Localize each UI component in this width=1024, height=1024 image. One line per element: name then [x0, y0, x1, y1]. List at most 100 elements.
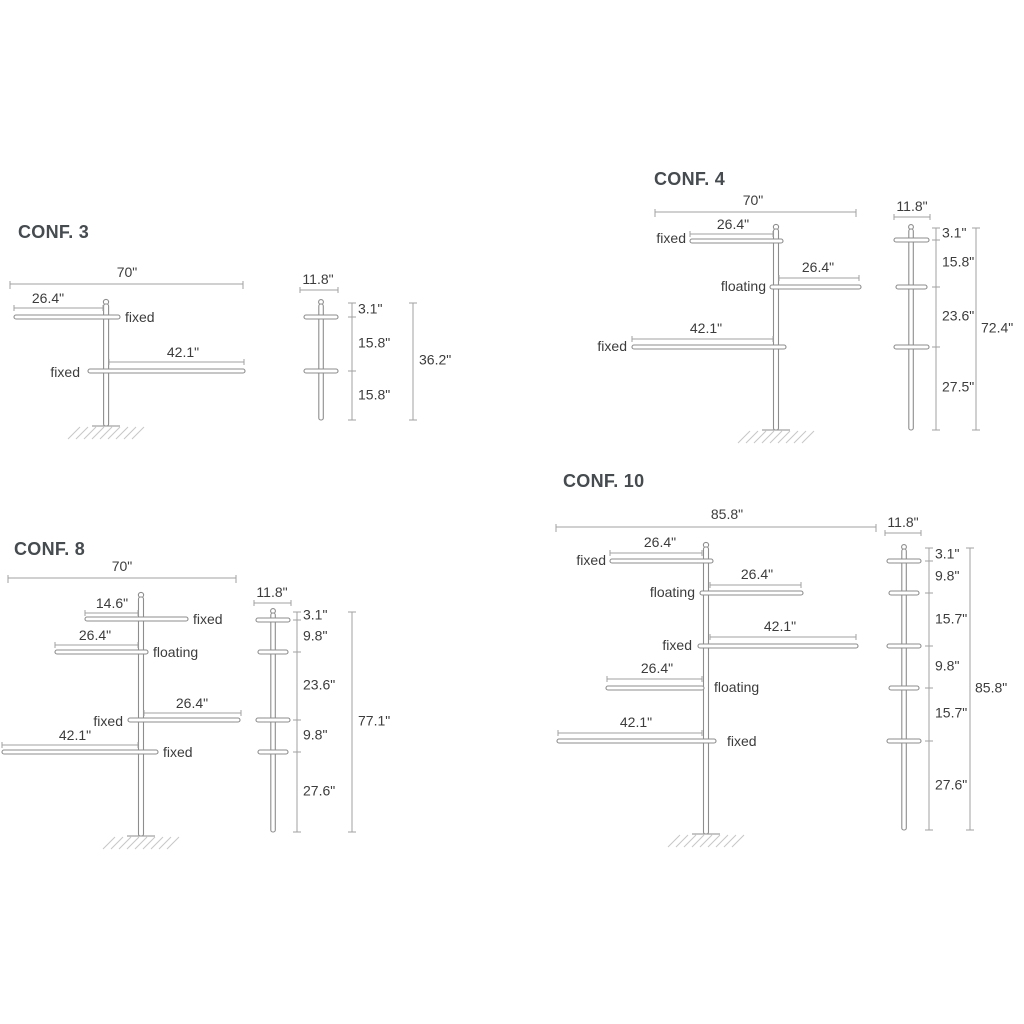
overall-width-label: 70": [743, 192, 764, 208]
overall-width-label: 85.8": [711, 506, 743, 522]
shelf-width-label: 42.1": [167, 344, 199, 360]
shelf-blade: [54, 649, 149, 655]
depth-label: 11.8": [256, 584, 287, 600]
overall-height-dimension: 36.2": [409, 302, 451, 421]
spacing-dimension: 3.1" 15.8" 23.6" 27.5": [932, 225, 974, 431]
shelf-blade-side: [895, 284, 928, 290]
ground-hatch-icon: [67, 425, 145, 440]
mount-type-label: floating: [714, 679, 759, 695]
shelf-blade: [697, 643, 859, 649]
ground-hatch-icon: [667, 833, 745, 848]
spacing-label: 27.5": [942, 379, 974, 395]
mount-type-label: fixed: [576, 552, 606, 568]
shelf-row: 26.4" fixed: [576, 534, 714, 568]
conf10-side-view: 11.8" 3.1" 9.8": [884, 514, 1007, 831]
shelf-width-label: 26.4": [641, 660, 673, 676]
spacing-label: 3.1": [358, 301, 382, 317]
overall-height-label: 36.2": [419, 352, 451, 368]
conf4-front-view: 70" 26.4" fixed 26.4" float: [597, 192, 862, 444]
shelf-blade-side: [893, 344, 930, 350]
spacing-label: 23.6": [942, 308, 974, 324]
spacing-label: 15.7": [935, 705, 967, 721]
depth-label: 11.8": [896, 198, 927, 214]
overall-width-label: 70": [112, 558, 133, 574]
shelf-blade: [769, 284, 862, 290]
mount-type-label: floating: [650, 584, 695, 600]
spacing-label: 3.1": [935, 546, 959, 562]
depth-dimension: 11.8": [253, 584, 292, 606]
shelf-blade-side: [893, 237, 930, 243]
shelf-width-label: 26.4": [717, 216, 749, 232]
shelf-blade: [631, 344, 787, 350]
spacing-label: 15.7": [935, 611, 967, 627]
pole: [103, 303, 110, 427]
shelf-blade-side: [886, 558, 922, 564]
depth-label: 11.8": [302, 271, 333, 287]
overall-width-dimension: 70": [9, 264, 244, 289]
shelf-row: 26.4" floating: [650, 566, 804, 600]
depth-label: 11.8": [887, 514, 918, 530]
shelf-width-label: 14.6": [96, 595, 128, 611]
shelf-row: 26.4" fixed: [13, 290, 155, 325]
mount-type-label: fixed: [163, 744, 193, 760]
overall-height-dimension: 72.4": [972, 227, 1013, 431]
shelf-blade-side: [886, 643, 922, 649]
shelf-blade-side: [303, 368, 339, 374]
mount-type-label: fixed: [125, 309, 155, 325]
spacing-label: 9.8": [935, 568, 959, 584]
spacing-label: 27.6": [303, 783, 335, 799]
overall-height-dimension: 85.8": [966, 547, 1007, 831]
pole-side: [908, 228, 914, 431]
shelf-width-label: 26.4": [176, 695, 208, 711]
shelf-width-label: 42.1": [764, 618, 796, 634]
conf3-front-view: 70" 26.4" fixed 42.1" fixed: [9, 264, 246, 440]
mount-type-label: fixed: [93, 713, 123, 729]
shelf-blade-side: [257, 649, 289, 655]
shelf-blade: [609, 558, 714, 564]
spacing-dimension: 3.1" 9.8" 15.7" 9.8" 15.7" 27.6": [925, 546, 967, 831]
spacing-dimension: 3.1" 15.8" 15.8": [348, 301, 390, 421]
conf4-side-view: 11.8" 3.1" 15.8" 23.6" 27.5": [893, 198, 1013, 431]
shelf-blade-side: [303, 314, 339, 320]
pole: [702, 546, 710, 835]
conf8-panel: CONF. 8 70" 14.6" fixed 26.4": [1, 539, 390, 850]
conf4-panel: CONF. 4 70" 26.4" fixed 26.4": [597, 169, 1013, 444]
shelf-blade-side: [257, 749, 289, 755]
ground-hatch-icon: [737, 429, 815, 444]
shelf-blade-side: [886, 738, 922, 744]
shelf-width-label: 42.1": [620, 714, 652, 730]
spacing-label: 15.8": [358, 335, 390, 351]
shelf-row: 42.1" fixed: [50, 344, 246, 380]
shelf-row: 26.4" fixed: [656, 216, 784, 246]
shelf-blade: [605, 685, 705, 691]
depth-dimension: 11.8": [893, 198, 931, 220]
config-title: CONF. 3: [18, 222, 89, 242]
spacing-label: 3.1": [942, 225, 966, 241]
mount-type-label: fixed: [597, 338, 627, 354]
spacing-label: 3.1": [303, 607, 327, 623]
mount-type-label: fixed: [656, 230, 686, 246]
shelf-blade-side: [888, 685, 920, 691]
spacing-label: 15.8": [358, 387, 390, 403]
shelf-row: 26.4" floating: [54, 627, 198, 660]
spacing-dimension: 3.1" 9.8" 23.6" 9.8" 27.6": [293, 607, 335, 833]
shelf-blade: [84, 616, 189, 622]
spacing-label: 9.8": [935, 658, 959, 674]
ground-hatch-icon: [102, 835, 180, 850]
shelf-width-label: 26.4": [32, 290, 64, 306]
mount-type-label: fixed: [662, 637, 692, 653]
conf10-panel: CONF. 10 85.8" 26.4" fixed 26.4": [555, 471, 1007, 848]
config-title: CONF. 4: [654, 169, 725, 189]
shelf-blade: [1, 749, 159, 755]
shelf-blade: [13, 314, 121, 320]
shelf-blade: [689, 238, 784, 244]
shelf-width-label: 26.4": [741, 566, 773, 582]
overall-height-label: 72.4": [981, 320, 1013, 336]
shelf-blade: [127, 717, 241, 723]
depth-dimension: 11.8": [299, 271, 339, 293]
mount-type-label: floating: [721, 278, 766, 294]
overall-width-dimension: 70": [654, 192, 857, 217]
mount-type-label: floating: [153, 644, 198, 660]
